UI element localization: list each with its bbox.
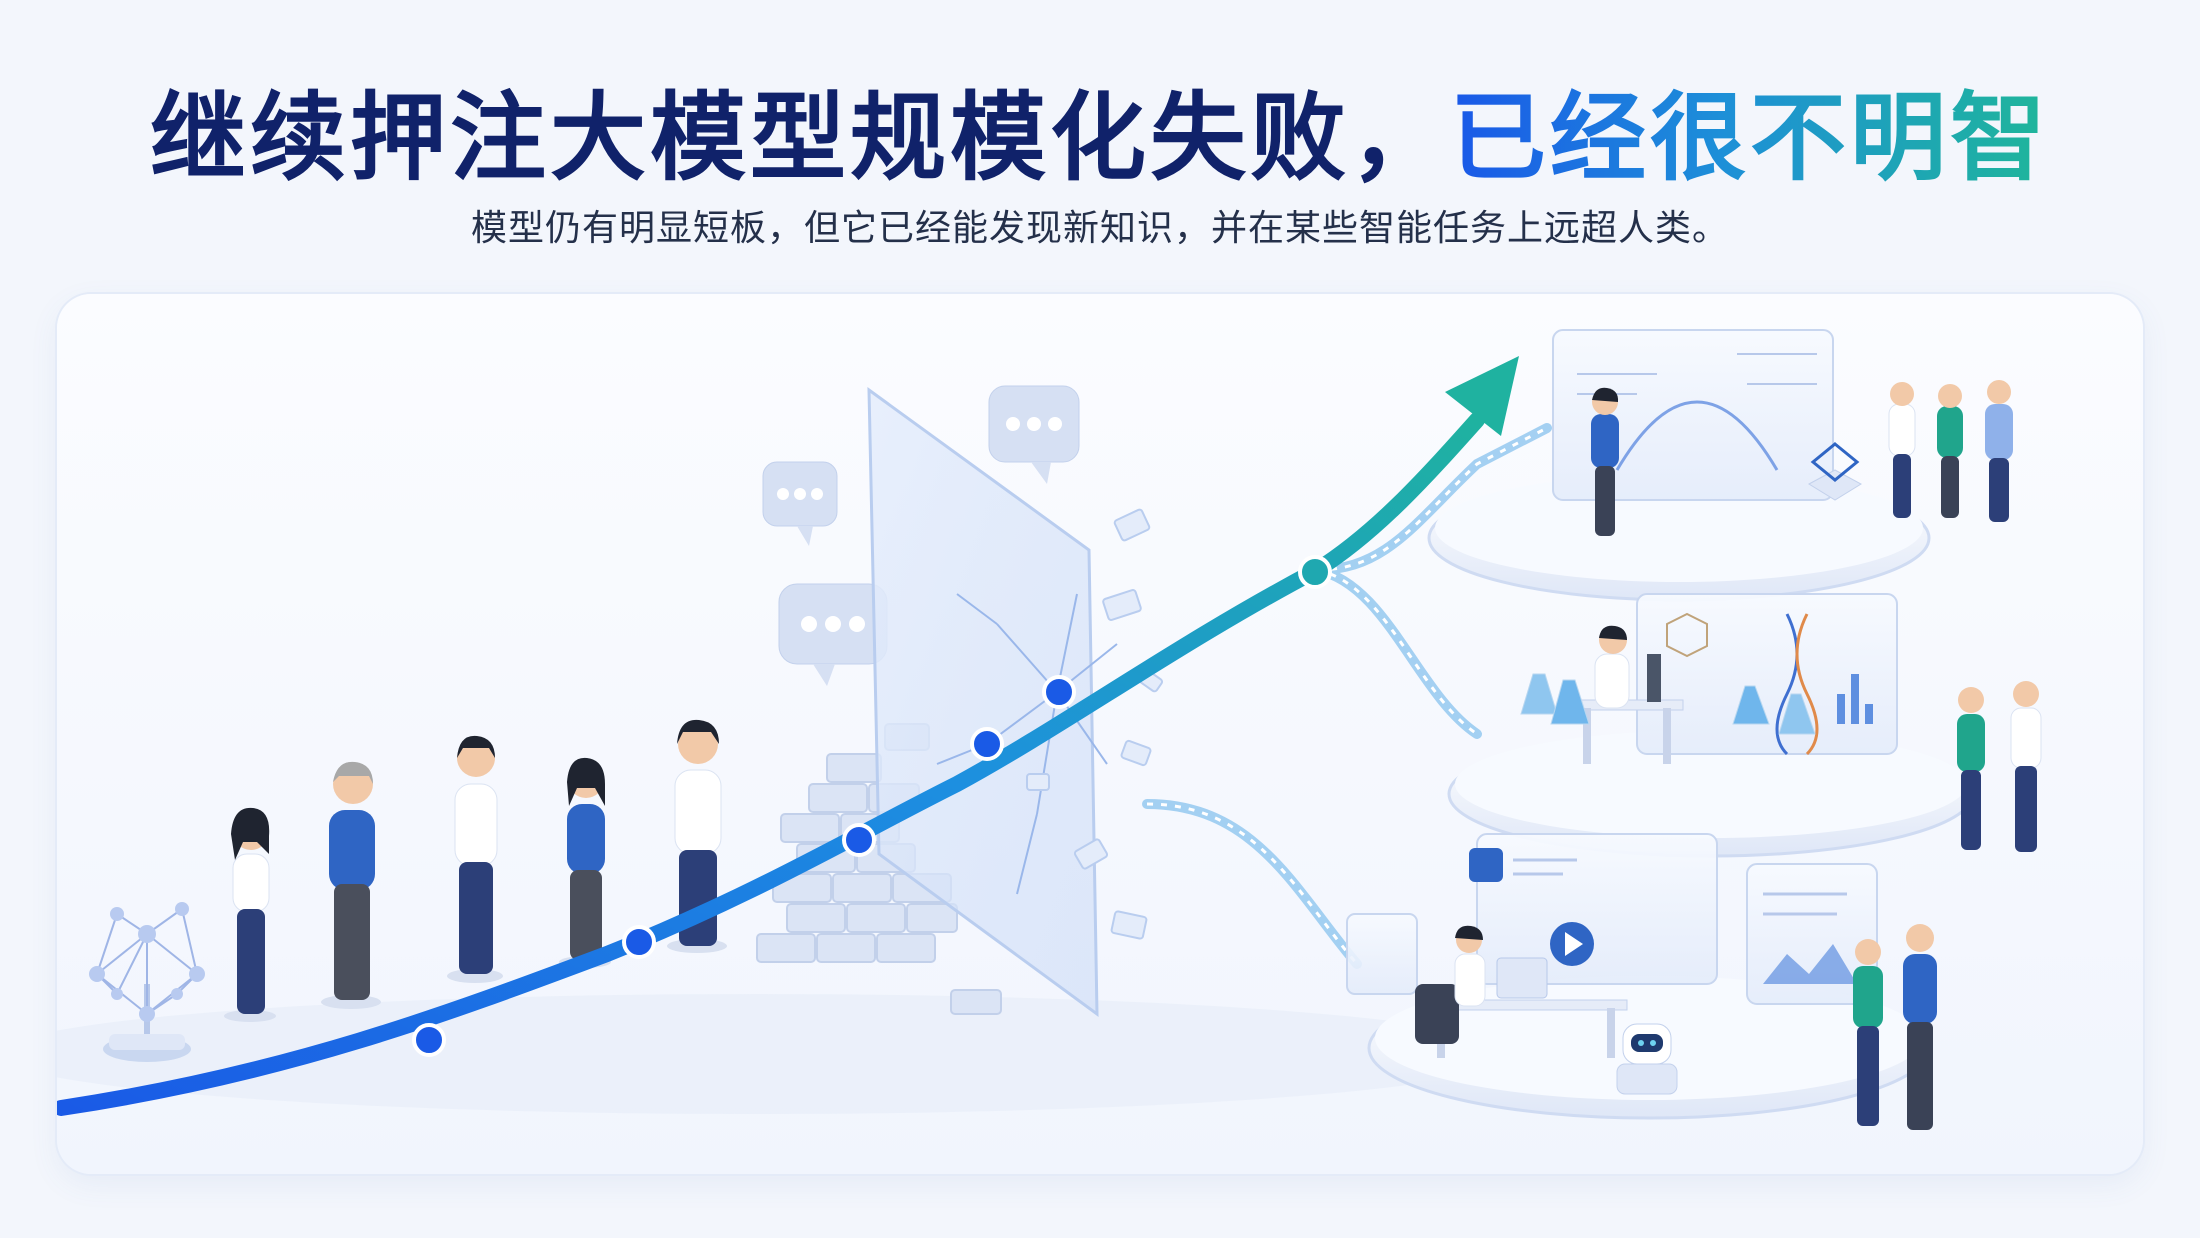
microscope-lab-icon: [1447, 593, 2042, 858]
growth-arrow-icon: [57, 356, 1519, 1116]
math-whiteboard-icon: [1427, 329, 2013, 602]
title-accent: 已经很不明智: [1450, 82, 2050, 194]
person-icon: [559, 757, 611, 968]
title-main: 继续押注大模型规模化失败，: [150, 82, 1450, 194]
person-icon: [447, 735, 503, 983]
glass-wall-icon: [867, 387, 1164, 1017]
illustration: [57, 329, 2042, 1130]
person-icon: [224, 807, 276, 1022]
speech-bubble-icon: [778, 583, 888, 686]
people-queue: [224, 719, 727, 1022]
person-icon: [321, 761, 381, 1009]
speech-bubble-icon: [988, 385, 1080, 484]
page-subtitle: 模型仍有明显短板，但它已经能发现新知识，并在某些智能任务上远超人类。: [470, 208, 1729, 249]
page-title: 继续押注大模型规模化失败，已经很不明智: [0, 78, 2200, 198]
ai-workstation-icon: [1346, 833, 1937, 1130]
network-sculpture-icon: [89, 902, 205, 1062]
speech-bubble-icon: [762, 461, 838, 546]
robot-icon: [1616, 1023, 1678, 1095]
illustration-panel: [57, 294, 2143, 1174]
